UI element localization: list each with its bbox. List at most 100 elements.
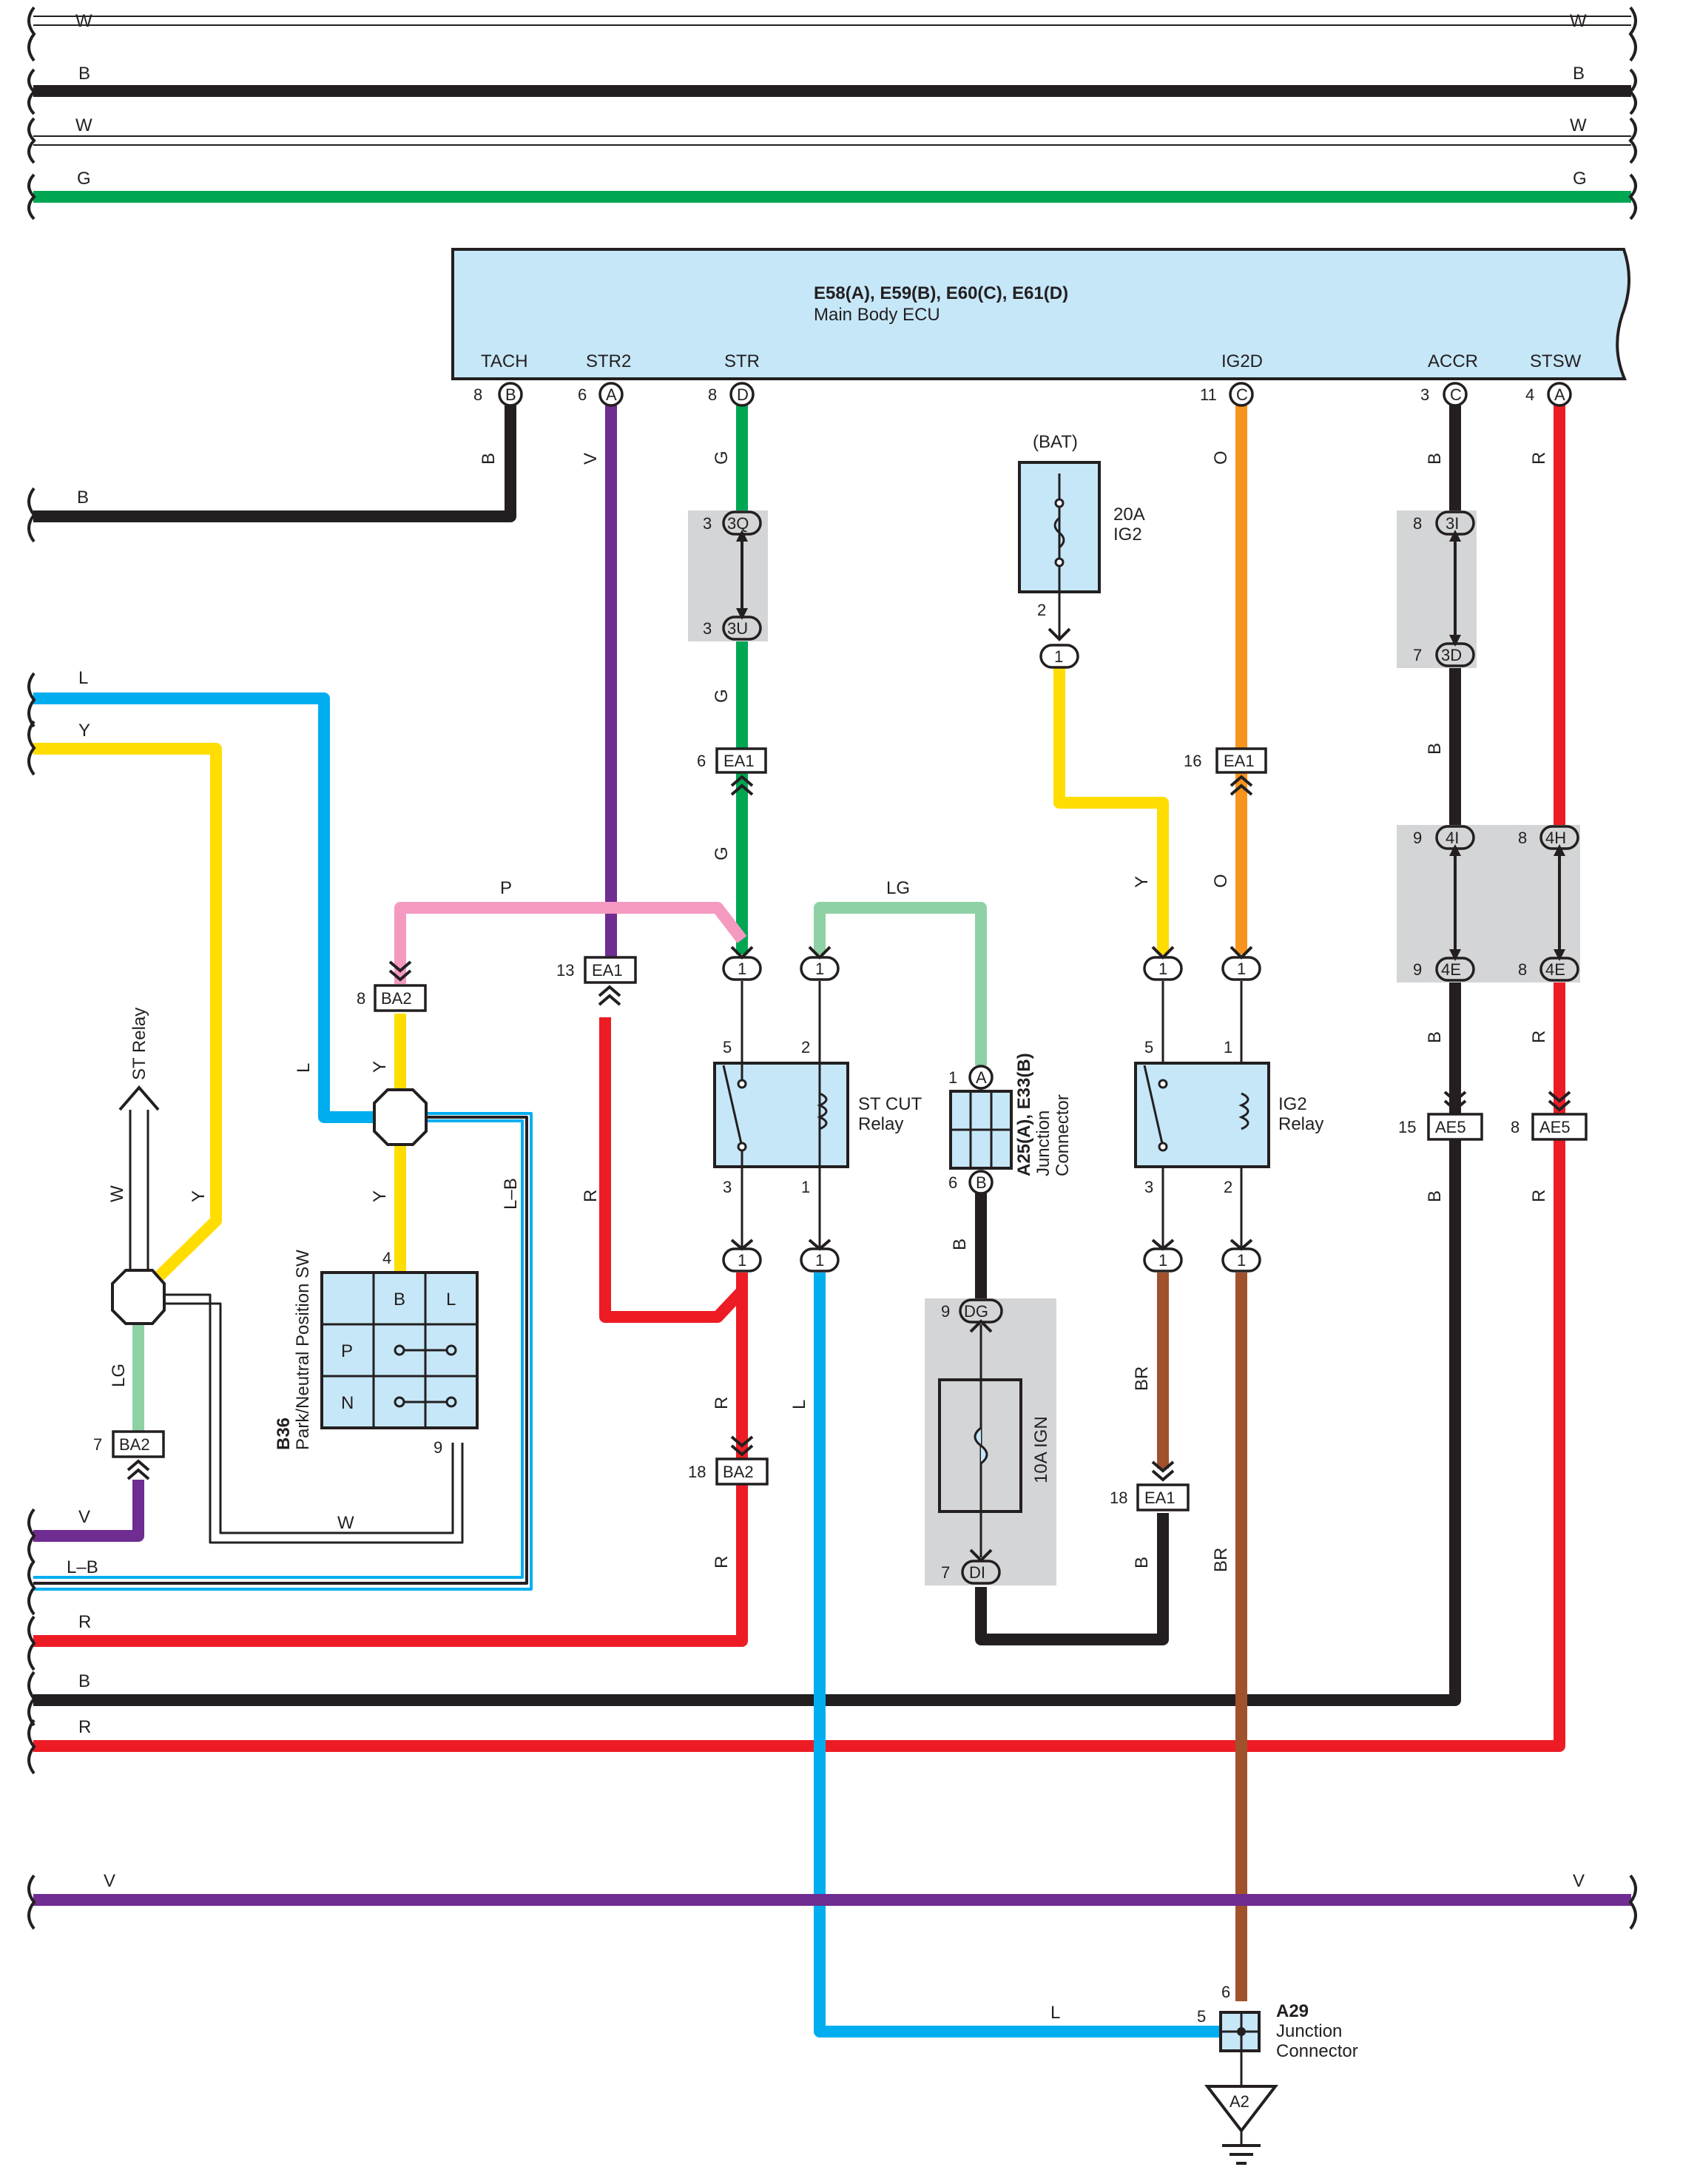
park-neutral-position-switch: B L P N 4 9 B36 Park/Neutral Position SW bbox=[274, 1249, 479, 1457]
relay-ovals: 1 1 1 1 1 1 1 1 bbox=[722, 956, 1261, 1273]
splice-di: DI 7 bbox=[941, 1560, 1001, 1585]
splice-octagon-left bbox=[111, 1269, 166, 1325]
fuse-10a-ign-label: 10A IGN bbox=[1031, 1416, 1051, 1483]
splice-di-code: DI bbox=[969, 1563, 985, 1582]
stsw-conn: A bbox=[1554, 385, 1565, 404]
lbl-l-left: L bbox=[78, 668, 88, 688]
junction-connector-a29: 6 5 A29 Junction Connector A2 bbox=[1197, 1983, 1358, 2165]
conn-ea1-str2-pin: 13 bbox=[556, 961, 574, 980]
top-bus-w2: W W bbox=[33, 115, 1631, 146]
conn-ea1-ig2d-code: EA1 bbox=[1224, 752, 1255, 770]
wire-lb-outer bbox=[33, 1112, 533, 1591]
wire-w-bottom bbox=[164, 1293, 464, 1544]
splice-terminals: 3Q 3 3U 3 3I 8 3D 7 4I 9 4E 9 bbox=[703, 510, 1579, 1585]
wire-w-bottom-inner bbox=[164, 1302, 454, 1534]
splice-dg: DG 9 bbox=[941, 1298, 1003, 1324]
wire-r-str2 bbox=[599, 1017, 746, 1323]
lbl-accr-3: B bbox=[1425, 1031, 1445, 1043]
wires bbox=[33, 405, 1631, 2038]
a25-conn-b: B bbox=[976, 1173, 987, 1192]
ecu-name-label: Main Body ECU bbox=[814, 305, 940, 325]
top-bus-g: G G bbox=[33, 169, 1631, 203]
accr-conn: C bbox=[1450, 385, 1462, 404]
splice-3q-code: 3Q bbox=[727, 514, 749, 533]
lbl-w-st: W bbox=[107, 1185, 127, 1202]
st-cut-p1: 1 bbox=[801, 1178, 810, 1196]
bus-break-marks bbox=[27, 6, 1637, 220]
conn-ba2-p: BA2 8 bbox=[357, 984, 427, 1012]
conn-ba2-p-pin: 8 bbox=[357, 989, 365, 1008]
conn-ba2-r-pin: 18 bbox=[688, 1463, 706, 1481]
str2-conn: A bbox=[606, 385, 617, 404]
lbl-v-bus-left: V bbox=[104, 1871, 115, 1891]
bus-w2-right-label: W bbox=[1570, 115, 1587, 135]
bus-w1-left-label: W bbox=[75, 11, 92, 31]
lbl-v-bus-right: V bbox=[1573, 1871, 1585, 1891]
conn-ba2-lg: BA2 7 bbox=[93, 1430, 165, 1458]
lbl-str2: V bbox=[581, 453, 601, 465]
fuse-out: 1 bbox=[1054, 647, 1063, 666]
splice-groups bbox=[688, 510, 1580, 1585]
lbl-r-down-2: R bbox=[712, 1556, 732, 1568]
st-cut-relay-line2: Relay bbox=[858, 1114, 903, 1134]
splice-3u: 3U 3 bbox=[703, 616, 762, 641]
conn-ae5-b-pin: 15 bbox=[1398, 1118, 1416, 1136]
bus-g-left-label: G bbox=[77, 169, 91, 189]
splice-4e-a-pin: 9 bbox=[1413, 960, 1422, 979]
pin-arrows bbox=[730, 627, 1253, 1563]
conn-ea1-str-code: EA1 bbox=[723, 752, 755, 770]
fuse-name: IG2 bbox=[1113, 525, 1142, 545]
lbl-l-down: L bbox=[789, 1400, 809, 1409]
splice-3d: 3D 7 bbox=[1413, 642, 1475, 667]
lbl-b-bus: B bbox=[78, 1671, 90, 1691]
conn-ba2-lg-pin: 7 bbox=[93, 1435, 102, 1454]
wire-lb-mid bbox=[33, 1116, 528, 1585]
ecu-connectors-label: E58(A), E59(B), E60(C), E61(D) bbox=[814, 283, 1068, 303]
lbl-br-2: BR bbox=[1211, 1548, 1231, 1572]
fuse-rating: 20A bbox=[1113, 505, 1145, 525]
lbl-y-fuse: Y bbox=[1132, 876, 1152, 888]
lbl-ig2d-2: O bbox=[1211, 874, 1231, 888]
wire-l-left bbox=[33, 692, 376, 1123]
conn-ae5-b: AE5 15 bbox=[1398, 1113, 1483, 1141]
lbl-stsw-1: R bbox=[1529, 452, 1549, 465]
lbl-accr-2: B bbox=[1425, 743, 1445, 755]
st-cut-p3: 3 bbox=[723, 1178, 732, 1196]
bus-w2-left-label: W bbox=[75, 115, 92, 135]
lbl-y-st: Y bbox=[189, 1190, 209, 1202]
terminal-accr-label: ACCR bbox=[1428, 351, 1478, 371]
oval-y-in: 1 bbox=[1158, 960, 1167, 978]
splice-3q: 3Q 3 bbox=[703, 510, 762, 536]
st-relay-indicator: ST Relay bbox=[118, 1008, 160, 1111]
str-conn: D bbox=[737, 385, 749, 404]
splice-4h: 4H 8 bbox=[1518, 825, 1579, 850]
wire-y-left bbox=[33, 743, 222, 1286]
st-cut-p2: 2 bbox=[801, 1038, 810, 1056]
splice-4e-b-pin: 8 bbox=[1518, 960, 1527, 979]
bus-b-left-label: B bbox=[78, 64, 90, 84]
lbl-w-bottom: W bbox=[337, 1513, 354, 1533]
splice-octagon-switch bbox=[373, 1088, 428, 1146]
lbl-lg-st: LG bbox=[109, 1364, 129, 1387]
lbl-lb-left: L–B bbox=[67, 1557, 98, 1577]
splice-3u-pin: 3 bbox=[703, 619, 712, 638]
lbl-y-vert-2: Y bbox=[370, 1190, 390, 1202]
st-cut-p5: 5 bbox=[723, 1038, 732, 1056]
lbl-lb-vert: L–B bbox=[501, 1178, 521, 1210]
conn-ea1-str-pin: 6 bbox=[697, 752, 706, 770]
lbl-str-1: G bbox=[712, 451, 732, 465]
conn-ba2-lg-code: BA2 bbox=[119, 1435, 150, 1454]
wire-v-left bbox=[33, 1480, 144, 1542]
accr-pin: 3 bbox=[1420, 385, 1429, 404]
oval-str-in: 1 bbox=[738, 960, 746, 978]
oval-str-out: 1 bbox=[738, 1251, 746, 1270]
fuse-10a-ign: 10A IGN bbox=[938, 1324, 1051, 1557]
bus-g-right-label: G bbox=[1573, 169, 1587, 189]
splice-4e-b-code: 4E bbox=[1545, 960, 1565, 979]
a29-id: A29 bbox=[1276, 2001, 1309, 2021]
splice-4h-pin: 8 bbox=[1518, 829, 1527, 847]
main-body-ecu: E58(A), E59(B), E60(C), E61(D) Main Body… bbox=[451, 248, 1630, 380]
pnp-row-n: N bbox=[341, 1393, 354, 1413]
conn-ba2-p-code: BA2 bbox=[381, 989, 412, 1008]
